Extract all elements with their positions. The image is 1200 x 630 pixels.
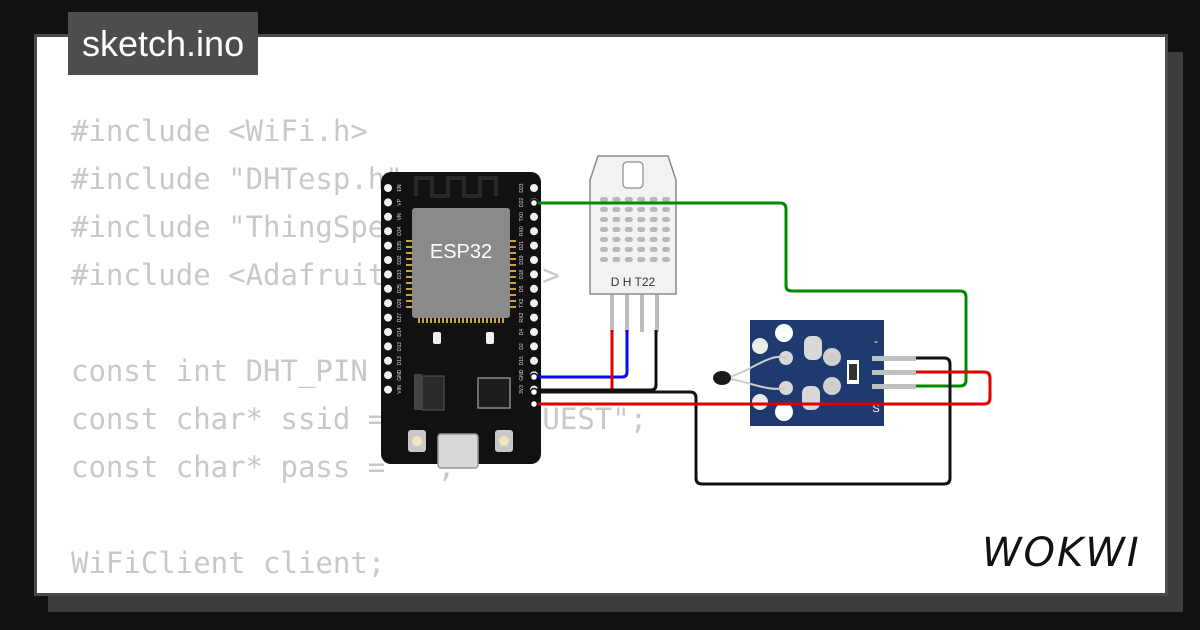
header-pin[interactable]	[530, 356, 538, 365]
header-pin[interactable]	[384, 270, 392, 279]
wire-sensor-signal	[534, 201, 968, 388]
header-pin[interactable]	[384, 227, 392, 236]
pin-label: D33	[397, 270, 403, 279]
header-pin[interactable]	[384, 241, 392, 250]
pin-label: D5	[519, 285, 525, 292]
pin-label: D2	[519, 343, 525, 350]
thermistor-bead	[713, 371, 731, 385]
pin-label: D32	[397, 255, 403, 264]
pin-label: VN	[397, 213, 403, 220]
header-pin[interactable]	[530, 284, 538, 293]
wire-dht-data	[534, 330, 629, 379]
header-pin[interactable]	[384, 184, 392, 192]
header-pin[interactable]	[384, 256, 392, 264]
pin-label: D12	[397, 342, 403, 351]
pin-label: D35	[397, 241, 403, 250]
pin-label: RX2	[519, 313, 525, 323]
pin-label: D19	[519, 255, 525, 264]
header-pin[interactable]	[384, 328, 392, 336]
header-pin[interactable]	[530, 184, 538, 192]
pin-label: D13	[397, 356, 403, 365]
pin-label: GND	[397, 369, 403, 381]
esp32-label: ESP32	[430, 241, 492, 263]
pin-label: D23	[519, 183, 525, 192]
dht22-label: D H T22	[611, 275, 656, 289]
header-pin[interactable]	[530, 342, 538, 351]
header-pin[interactable]	[530, 227, 538, 236]
header-pin[interactable]	[530, 212, 538, 221]
wire-module-power	[534, 370, 992, 406]
code-line: #include "DHTesp.h"	[71, 162, 403, 196]
header-pin[interactable]	[384, 342, 392, 351]
header-pin[interactable]	[530, 313, 538, 322]
header-pin[interactable]	[530, 241, 538, 250]
header-pin[interactable]	[384, 198, 392, 207]
wire-module-ground	[534, 356, 952, 486]
header-pin[interactable]	[530, 270, 538, 279]
header-pin[interactable]	[384, 385, 392, 394]
esp32-board[interactable]: ESP32 ENVPVND34D35D32D33D25D26D27D14D12D…	[381, 172, 541, 469]
header-pin[interactable]	[384, 284, 392, 293]
pin-label: VIN	[397, 385, 403, 394]
wokwi-logo: WOKWI	[978, 522, 1148, 578]
pin-label: D26	[397, 298, 403, 307]
pin-label: VP	[397, 198, 403, 205]
code-line: WiFiClient client;	[71, 546, 386, 580]
usb-port	[437, 433, 479, 469]
pin-label: D25	[397, 284, 403, 293]
pin-label: EN	[397, 184, 403, 191]
pin-label: D18	[519, 270, 525, 279]
header-pin[interactable]	[530, 256, 538, 264]
pin-label: D4	[519, 329, 525, 336]
module-mark-s: S	[872, 403, 879, 415]
header-pin[interactable]	[384, 299, 392, 308]
header-pin[interactable]	[530, 328, 538, 336]
brand-name: WOKWI	[982, 530, 1141, 576]
wires	[529, 198, 992, 486]
pin-label: D27	[397, 313, 403, 322]
header-pin[interactable]	[384, 371, 392, 380]
boot-button[interactable]	[495, 430, 513, 452]
dht22-sensor[interactable]: D H T22	[589, 155, 677, 332]
header-pin[interactable]	[530, 299, 538, 308]
wire-dht-ground	[534, 330, 658, 392]
pin-label: D34	[397, 226, 403, 235]
code-line: #include <WiFi.h>	[71, 114, 368, 148]
pin-label: D22	[519, 198, 525, 207]
pin-label: D15	[519, 356, 525, 365]
module-mark-minus: -	[874, 334, 878, 348]
pin-label: TX2	[519, 298, 525, 307]
ntc-sensor-module[interactable]: - S	[713, 320, 916, 426]
header-pin[interactable]	[384, 212, 392, 221]
preview-card: #include <WiFi.h> #include "DHTesp.h" #i…	[34, 34, 1168, 596]
file-tab[interactable]: sketch.ino	[68, 12, 259, 75]
reset-button[interactable]	[408, 430, 426, 452]
pin-label: TX0	[519, 212, 525, 221]
code-line: const char* pass = "";	[71, 450, 456, 484]
pin-label: GND	[519, 369, 525, 381]
pin-label: RX0	[519, 226, 525, 236]
pin-label: D21	[519, 241, 525, 250]
pin-label: 3V3	[519, 385, 525, 394]
pin-label: D14	[397, 327, 403, 336]
header-pin[interactable]	[384, 313, 392, 322]
wire-dht-power	[534, 330, 614, 394]
header-pin[interactable]	[384, 356, 392, 365]
